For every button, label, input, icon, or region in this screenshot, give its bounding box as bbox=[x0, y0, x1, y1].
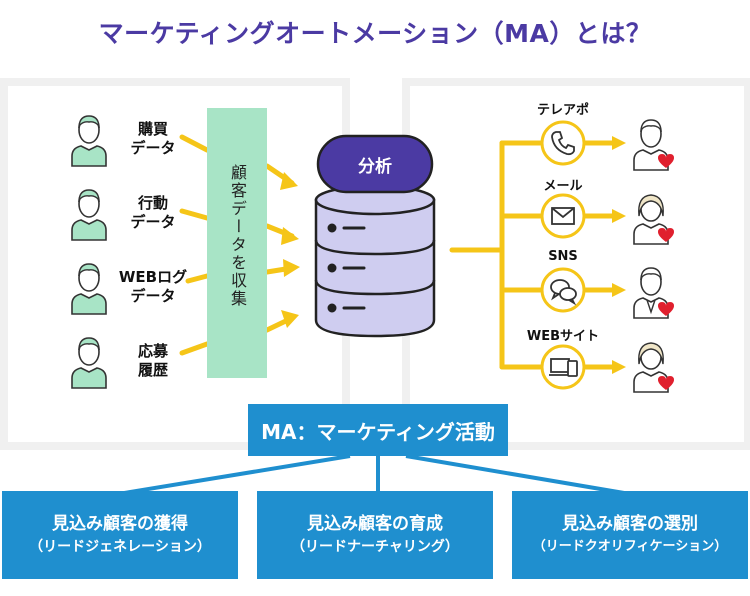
chat-bubbles-icon bbox=[540, 267, 586, 313]
customer-person-icon bbox=[71, 115, 107, 167]
customer-person-icon bbox=[71, 263, 107, 315]
analysis-badge bbox=[316, 134, 434, 194]
ma-activity-box: MA：マーケティング活動 bbox=[248, 404, 508, 456]
data-source-label: 行動データ bbox=[130, 194, 176, 231]
data-source-label: 購買データ bbox=[130, 120, 176, 157]
stage-lead-nurturing: 見込み顧客の育成 （リードナーチャリング） bbox=[257, 491, 493, 579]
database-icon bbox=[314, 184, 436, 338]
stage-subtitle: （リードジェネレーション） bbox=[29, 539, 211, 555]
data-source-label: WEBログデータ bbox=[118, 268, 188, 305]
channel-label-sns: SNS bbox=[548, 249, 578, 264]
engaged-customer-icon bbox=[633, 194, 674, 245]
customer-person-icon bbox=[71, 337, 107, 389]
engaged-customer-icon bbox=[633, 267, 674, 319]
channel-label-telephone: テレアポ bbox=[536, 103, 589, 118]
page-title: マーケティングオートメーション（MA）とは？ bbox=[98, 19, 652, 48]
phone-icon bbox=[540, 120, 586, 166]
collect-data-box: 顧客データを収集 bbox=[207, 108, 267, 378]
stage-title: 見込み顧客の育成 bbox=[307, 514, 443, 534]
data-source-label: 応募履歴 bbox=[137, 342, 168, 379]
stage-lead-generation: 見込み顧客の獲得 （リードジェネレーション） bbox=[2, 491, 238, 579]
stage-subtitle: （リードナーチャリング） bbox=[291, 539, 459, 555]
analysis-label: 分析 bbox=[358, 157, 392, 177]
devices-icon bbox=[540, 344, 586, 390]
envelope-icon bbox=[540, 193, 586, 239]
engaged-customer-icon bbox=[633, 342, 674, 393]
stage-lead-qualification: 見込み顧客の選別 （リードクオリフィケーション） bbox=[512, 491, 748, 579]
stage-subtitle: （リードクオリフィケーション） bbox=[532, 539, 728, 554]
engaged-customer-icon bbox=[633, 119, 674, 171]
stage-title: 見込み顧客の選別 bbox=[562, 514, 698, 534]
collect-data-label: 顧客データを収集 bbox=[228, 164, 247, 308]
channel-label-website: WEBサイト bbox=[526, 329, 600, 344]
customer-person-icon bbox=[71, 189, 107, 241]
channel-label-email: メール bbox=[543, 179, 583, 194]
stage-title: 見込み顧客の獲得 bbox=[52, 514, 188, 534]
